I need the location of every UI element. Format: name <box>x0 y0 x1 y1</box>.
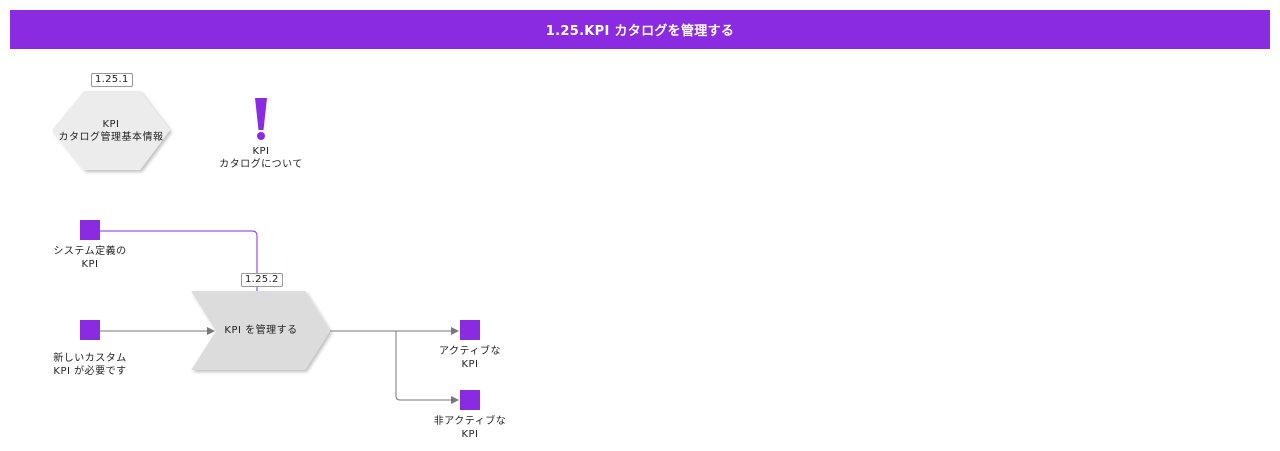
event-active-label-line2: KPI <box>461 359 479 370</box>
info-label-line1: KPI <box>252 146 270 157</box>
hexagon-label-line1: KPI <box>102 119 120 130</box>
event-new-label-line2: KPI が必要です <box>53 366 127 377</box>
event-inactive-kpi[interactable] <box>460 390 480 410</box>
process-id-badge: 1.25.2 <box>241 273 283 287</box>
hexagon-id-badge: 1.25.1 <box>91 73 133 87</box>
event-active-kpi[interactable] <box>460 320 480 340</box>
event-new-label-line1: 新しいカスタム <box>53 353 127 364</box>
exclamation-icon[interactable] <box>255 98 267 140</box>
connector-process-to-inactive <box>395 331 459 404</box>
event-system-kpi[interactable] <box>80 220 100 240</box>
event-inactive-label-line2: KPI <box>461 429 479 440</box>
event-system-label-line2: KPI <box>81 259 99 270</box>
page-title: 1.25.KPI カタログを管理する <box>10 10 1270 49</box>
process-label: KPI を管理する <box>224 325 298 336</box>
hexagon-label-line2: カタログ管理基本情報 <box>58 132 164 143</box>
event-inactive-label-line1: 非アクティブな <box>433 416 507 427</box>
info-hexagon[interactable] <box>52 91 170 170</box>
event-new-custom-kpi[interactable] <box>80 320 100 340</box>
process-chevron[interactable] <box>191 291 330 370</box>
event-active-label-line1: アクティブな <box>439 346 501 357</box>
connector-system-to-process <box>100 230 258 291</box>
event-system-label-line1: システム定義の <box>53 246 127 257</box>
info-label-line2: カタログについて <box>219 159 303 170</box>
